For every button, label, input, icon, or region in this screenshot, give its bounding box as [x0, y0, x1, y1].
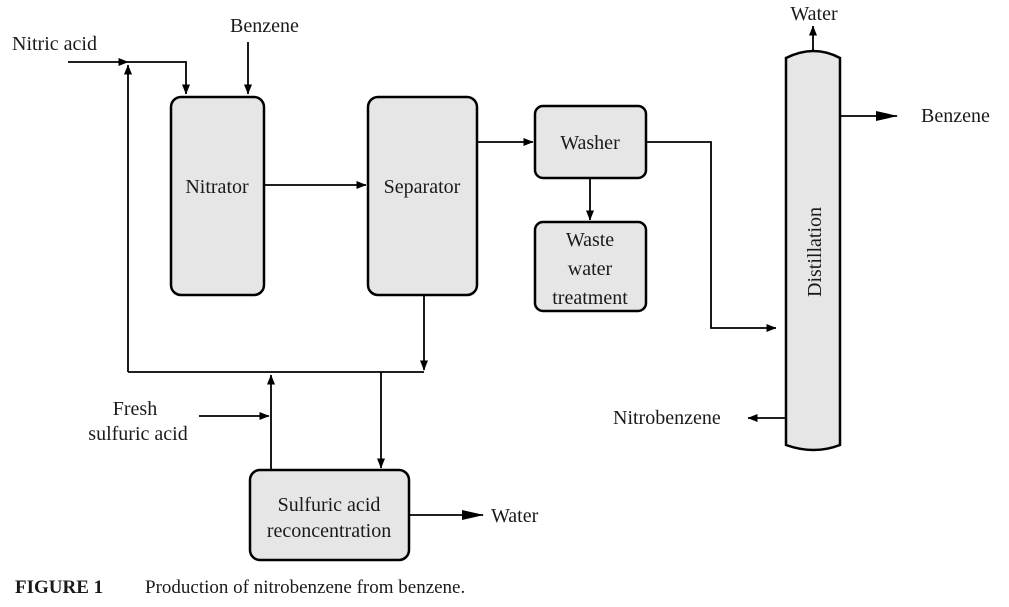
waste-water-treatment-unit: Waste water treatment: [533, 220, 648, 313]
sulfuric-reconc-label-line2: reconcentration: [267, 520, 391, 542]
washer-unit: Washer: [533, 104, 648, 180]
figure-caption: Production of nitrobenzene from benzene.: [145, 577, 465, 598]
nitric-acid-label: Nitric acid: [12, 33, 97, 55]
fresh-sulfuric-label-line1: Fresh: [113, 398, 157, 420]
washer-to-distillation-line: [646, 141, 777, 332]
separator-unit: Separator: [366, 95, 479, 297]
separator-label: Separator: [384, 176, 461, 198]
benzene-feed-label: Benzene: [230, 15, 299, 37]
distillation-label: Distillation: [804, 207, 826, 297]
sulfuric-acid-reconcentration-unit: Sulfuric acid reconcentration: [248, 468, 411, 562]
nitrator-label: Nitrator: [185, 176, 249, 198]
nitrator-unit: Nitrator: [169, 95, 266, 297]
water-top-label: Water: [790, 3, 838, 25]
acid-mix-to-nitrator-line: [128, 61, 190, 95]
sulfuric-reconc-label-line1: Sulfuric acid: [278, 494, 381, 516]
waste-water-label-line3: treatment: [552, 287, 628, 309]
nitrobenzene-label: Nitrobenzene: [613, 407, 721, 429]
figure-number: FIGURE 1: [15, 577, 103, 598]
benzene-product-label: Benzene: [921, 105, 990, 127]
washer-label: Washer: [560, 132, 620, 154]
waste-water-label-line2: water: [568, 258, 613, 280]
water-bottom-label: Water: [491, 505, 539, 527]
distillation-column: Distillation: [784, 49, 842, 452]
fresh-sulfuric-label-line2: sulfuric acid: [88, 423, 187, 445]
waste-water-label-line1: Waste: [566, 229, 614, 251]
